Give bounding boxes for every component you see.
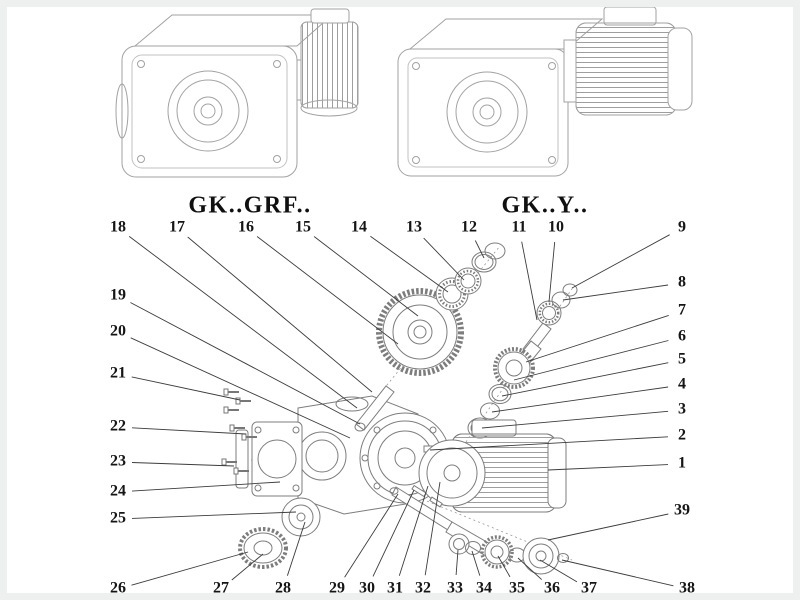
part-callout-36: 36 bbox=[542, 579, 562, 598]
part-callout-38: 38 bbox=[677, 579, 697, 598]
gearbox-grf-drawing bbox=[115, 8, 359, 178]
leader-line-17 bbox=[187, 236, 373, 393]
part-callout-7: 7 bbox=[676, 301, 688, 320]
part-callout-37: 37 bbox=[579, 579, 599, 598]
side-cover-plates bbox=[235, 421, 303, 497]
leader-line-30 bbox=[372, 489, 415, 577]
part-callout-18: 18 bbox=[108, 218, 128, 237]
part-callout-24: 24 bbox=[108, 482, 128, 501]
part-callout-31: 31 bbox=[385, 579, 405, 598]
part-callout-3: 3 bbox=[676, 400, 688, 419]
leader-line-35 bbox=[497, 555, 511, 578]
part-callout-29: 29 bbox=[327, 579, 347, 598]
part-callout-34: 34 bbox=[474, 579, 494, 598]
output-cover-and-ring bbox=[238, 497, 321, 569]
part-callout-35: 35 bbox=[507, 579, 527, 598]
part-callout-20: 20 bbox=[108, 322, 128, 341]
part-callout-17: 17 bbox=[167, 218, 187, 237]
part-callout-14: 14 bbox=[349, 218, 369, 237]
part-callout-12: 12 bbox=[459, 218, 479, 237]
motor-drawing bbox=[418, 419, 567, 513]
leader-line-14 bbox=[370, 235, 449, 293]
part-callout-19: 19 bbox=[108, 286, 128, 305]
leader-line-9 bbox=[571, 234, 670, 289]
part-callout-30: 30 bbox=[357, 579, 377, 598]
variant-title-y: GK..Y.. bbox=[501, 192, 589, 219]
leader-line-37 bbox=[539, 559, 578, 583]
part-callout-21: 21 bbox=[108, 364, 128, 383]
part-callout-27: 27 bbox=[211, 579, 231, 598]
leader-line-13 bbox=[423, 237, 465, 281]
leader-line-34 bbox=[471, 550, 481, 576]
input-gear-stack bbox=[354, 242, 506, 432]
leader-line-29 bbox=[344, 493, 399, 578]
leader-line-11 bbox=[521, 241, 538, 321]
leader-line-22 bbox=[131, 427, 247, 435]
leader-line-31 bbox=[398, 485, 429, 576]
part-callout-26: 26 bbox=[108, 579, 128, 598]
part-callout-13: 13 bbox=[404, 218, 424, 237]
bolts bbox=[221, 388, 257, 475]
part-callout-4: 4 bbox=[676, 375, 688, 394]
leader-line-12 bbox=[474, 240, 485, 259]
leader-line-32 bbox=[424, 481, 441, 576]
variant-title-grf: GK..GRF.. bbox=[188, 192, 312, 219]
leader-line-25 bbox=[131, 511, 297, 519]
exploded-view bbox=[221, 242, 578, 575]
output-shaft-assembly bbox=[389, 484, 569, 575]
leader-line-15 bbox=[313, 236, 419, 317]
leader-line-4 bbox=[491, 386, 669, 413]
part-callout-32: 32 bbox=[413, 579, 433, 598]
leader-line-36 bbox=[517, 557, 543, 580]
leader-line-24 bbox=[131, 481, 281, 492]
part-callout-11: 11 bbox=[509, 218, 529, 237]
leader-line-27 bbox=[231, 553, 264, 581]
leader-line-26 bbox=[131, 551, 249, 586]
part-callout-23: 23 bbox=[108, 452, 128, 471]
part-callout-9: 9 bbox=[676, 218, 688, 237]
leader-line-10 bbox=[548, 241, 556, 303]
part-callout-2: 2 bbox=[676, 426, 688, 445]
part-callout-6: 6 bbox=[676, 327, 688, 346]
part-callout-5: 5 bbox=[676, 350, 688, 369]
pinion-gear-stack bbox=[467, 283, 578, 439]
leader-line-38 bbox=[561, 559, 674, 587]
gearbox-y-drawing bbox=[397, 6, 693, 177]
part-callout-22: 22 bbox=[108, 417, 128, 436]
leader-line-28 bbox=[286, 521, 306, 576]
part-callout-8: 8 bbox=[676, 273, 688, 292]
leader-line-23 bbox=[131, 462, 235, 467]
leader-line-39 bbox=[547, 513, 669, 541]
part-callout-1: 1 bbox=[676, 454, 688, 473]
part-callout-33: 33 bbox=[445, 579, 465, 598]
leader-line-21 bbox=[131, 376, 241, 401]
leader-line-33 bbox=[455, 549, 459, 576]
part-callout-25: 25 bbox=[108, 509, 128, 528]
part-callout-39: 39 bbox=[672, 501, 692, 520]
leader-line-1 bbox=[547, 464, 669, 471]
part-callout-16: 16 bbox=[236, 218, 256, 237]
part-callout-10: 10 bbox=[546, 218, 566, 237]
leader-line-6 bbox=[513, 340, 669, 381]
leader-line-3 bbox=[481, 410, 669, 429]
part-callout-28: 28 bbox=[273, 579, 293, 598]
leader-line-18 bbox=[128, 236, 358, 409]
leader-line-2 bbox=[429, 436, 669, 451]
leader-line-7 bbox=[525, 314, 669, 363]
leader-line-5 bbox=[501, 362, 669, 397]
leader-line-19 bbox=[130, 302, 361, 425]
leader-line-8 bbox=[562, 284, 669, 301]
leader-line-20 bbox=[130, 337, 351, 439]
part-callout-15: 15 bbox=[293, 218, 313, 237]
leader-line-16 bbox=[256, 236, 399, 345]
